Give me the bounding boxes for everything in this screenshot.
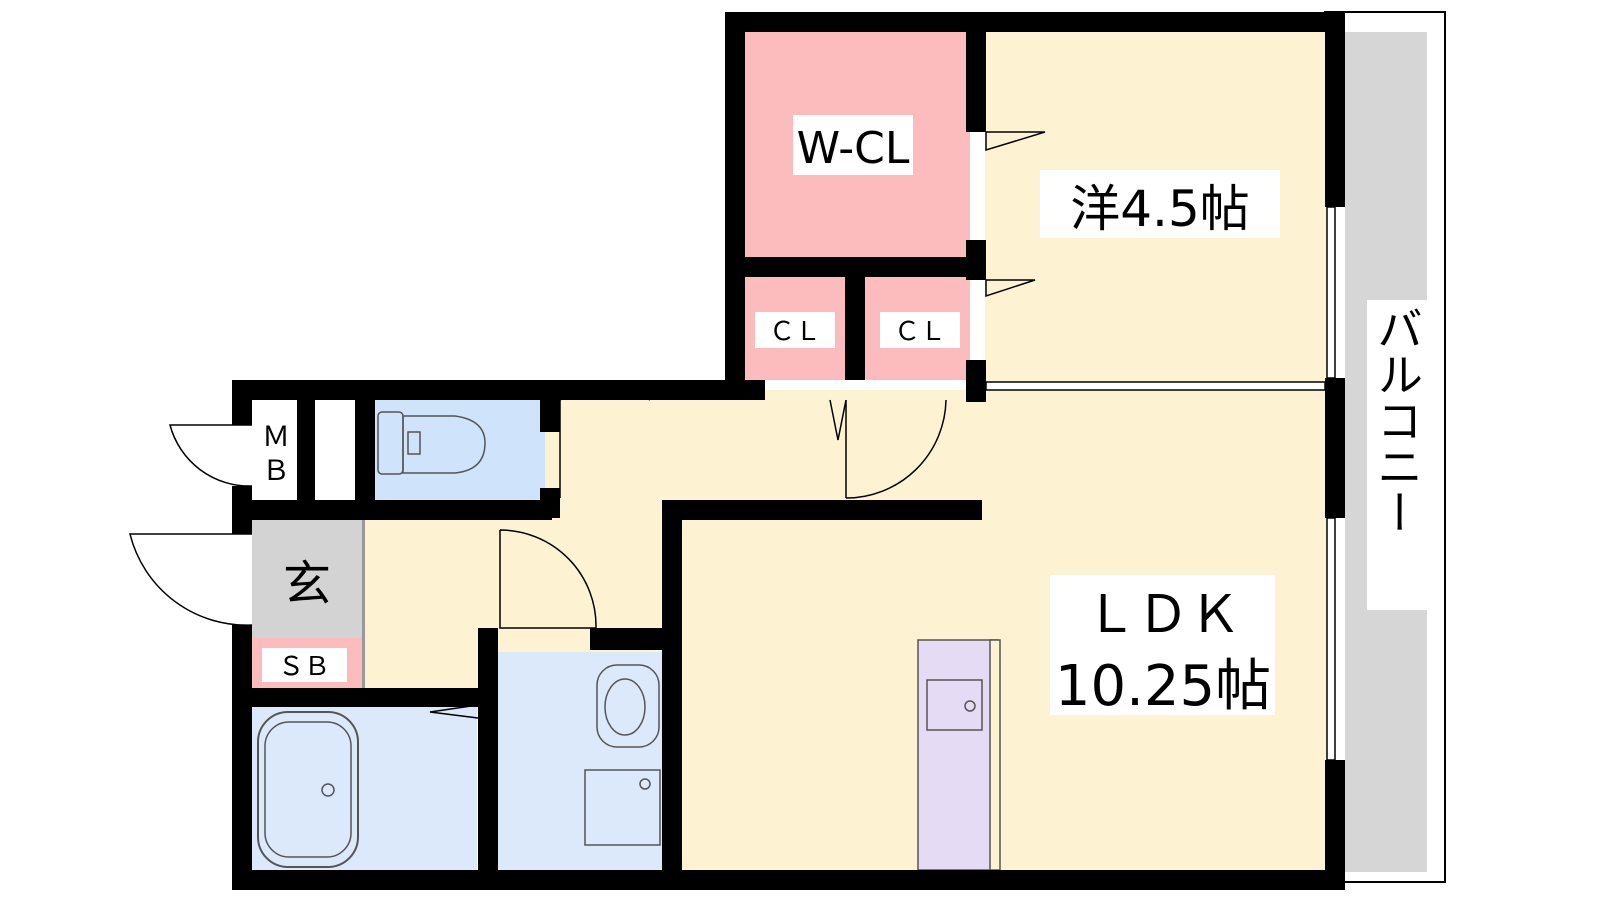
bathtub-inner <box>264 721 352 858</box>
windows <box>985 206 1336 761</box>
toilet-seat-hinge <box>407 431 421 455</box>
wcl-label-bg <box>793 115 913 175</box>
kitchen-counter <box>917 639 999 871</box>
shoe-box-label: ＳＢ <box>278 652 330 682</box>
meter-box-label-b: Ｂ <box>262 454 290 487</box>
bathtub-drain <box>321 783 335 797</box>
meter-box-label-m: Ｍ <box>262 420 290 453</box>
entrance-floor <box>252 520 362 638</box>
ldk-label-bg <box>1050 575 1275 715</box>
cl1-label-bg <box>755 312 835 348</box>
washing-machine-drain <box>639 778 651 790</box>
balcony-label: バルコニー <box>1370 305 1424 535</box>
washbasin <box>596 664 660 748</box>
western-room-label: 洋4.5帖 <box>1070 180 1250 238</box>
entrance-label: 玄 <box>283 556 331 612</box>
mb-label-bg <box>258 412 293 487</box>
closet-2-label: ＣＬ <box>894 317 946 347</box>
toilet-bowl <box>402 415 486 474</box>
closet-1-label: ＣＬ <box>769 317 821 347</box>
sb-label-bg <box>262 648 347 682</box>
balcony-label-bg <box>1367 300 1427 610</box>
storage-floor <box>315 392 355 502</box>
kitchen-sink <box>926 679 983 731</box>
bathtub <box>257 711 359 868</box>
ldk-size-label: 10.25帖 <box>1055 654 1271 719</box>
western-label-bg <box>1040 170 1280 238</box>
sink-drain <box>964 700 976 712</box>
washbasin-bowl <box>604 678 646 736</box>
ldk-label: ＬＤＫ <box>1085 585 1241 645</box>
doors <box>129 131 1046 719</box>
walls <box>232 12 1345 890</box>
kitchen-counter-edge <box>989 639 1001 871</box>
wcl-label: W-CL <box>797 123 910 174</box>
cl2-label-bg <box>880 312 960 348</box>
toilet-floor <box>375 392 545 502</box>
bathroom-floor <box>252 707 477 872</box>
washing-machine <box>584 769 661 846</box>
washroom-floor <box>498 652 663 872</box>
